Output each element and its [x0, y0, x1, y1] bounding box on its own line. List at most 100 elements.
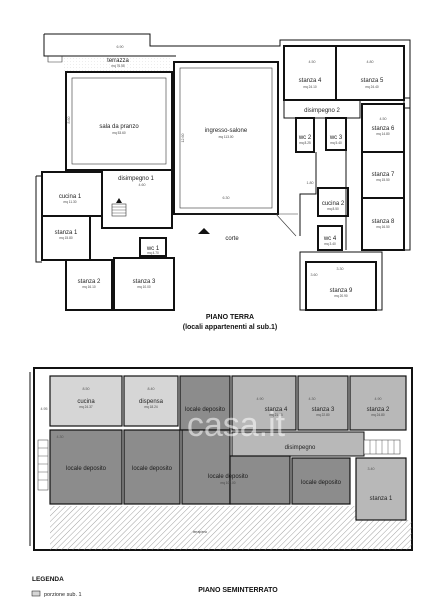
dim-label: 4.50 — [380, 117, 387, 121]
dispensa-room — [123, 375, 179, 427]
entrance-arrow-icon — [198, 228, 210, 234]
stanza-4-basement-room — [231, 375, 297, 431]
terrapieno-hatch-east — [356, 520, 412, 550]
legend-title: LEGENDA — [32, 576, 64, 583]
stanza-5-label: stanza 5 — [361, 78, 384, 84]
basement-stairs-icon — [363, 439, 401, 455]
dim-label: 6.90 — [117, 45, 124, 49]
b-cucina-label: cucina — [77, 399, 95, 405]
b-stanza-2-area: mq 24.80 — [371, 413, 385, 417]
stanza-4-label: stanza 4 — [299, 78, 322, 84]
stanza-3-basement-room — [297, 375, 349, 431]
wc-2-walls — [295, 117, 315, 153]
wc-2-area: mq 8.25 — [299, 141, 311, 145]
dim-label: 4.90 — [375, 397, 382, 401]
terrazza-area: mq 76.55 — [111, 64, 125, 68]
wc-1-walls — [139, 237, 167, 257]
stanza-2-area: mq 16.10 — [82, 285, 96, 289]
ingresso-area: mq 113.00 — [219, 135, 234, 139]
deposito-2-room — [123, 429, 181, 505]
stanza-8-area: mq 16.50 — [376, 225, 390, 229]
stanza-6-label: stanza 6 — [372, 126, 395, 132]
wc-4-label: wc 4 — [323, 236, 337, 242]
stanza-2-basement-room — [349, 375, 407, 431]
b-dep-3-area: mq 105.00 — [220, 481, 235, 485]
dim-label: 6.30 — [223, 196, 230, 200]
dim-label: 12.60 — [181, 134, 185, 143]
stanza-2-walls — [65, 259, 113, 311]
wc-4-area: mq 3.40 — [324, 242, 336, 246]
b-dep-2-label: locale deposito — [132, 466, 173, 472]
deposito-3-room-b — [229, 455, 291, 505]
stanza-9-walls — [305, 261, 377, 311]
terrazza-label: terrazza — [107, 58, 129, 64]
entrance-hall-inner — [179, 67, 273, 209]
dim-label: 4.90 — [257, 397, 264, 401]
b-cucina-area: mq 24.37 — [79, 405, 93, 409]
wc-1-label: wc 1 — [146, 246, 160, 252]
courtyard-diagonal — [275, 213, 297, 237]
b-dep-3-label: locale deposito — [208, 474, 249, 480]
stanza-5-walls — [335, 45, 405, 101]
dim-label: 3.40 — [368, 467, 375, 471]
disimpegno-basement-room — [231, 431, 365, 457]
dim-label: 1.80 — [307, 181, 314, 185]
dim-label: 4.95 — [41, 407, 48, 411]
deposito-4-room — [291, 457, 351, 505]
b-terrapieno-label: terrapieno — [193, 530, 208, 534]
b-stanza-1-label: stanza 1 — [370, 496, 393, 502]
b-locale-top-label: locale deposito — [185, 407, 226, 413]
dim-label: 4.30 — [57, 435, 64, 439]
stanza-1-basement-room — [355, 457, 407, 521]
wc-1-area: mq 4.70 — [147, 251, 159, 255]
b-dep-1-label: locale deposito — [66, 466, 107, 472]
dining-room-walls — [65, 71, 173, 171]
dining-room-inner — [71, 77, 167, 165]
b-stanza-3-label: stanza 3 — [312, 407, 335, 413]
ground-floor-title: PIANO TERRA — [206, 314, 254, 321]
dim-label: 3.30 — [337, 267, 344, 271]
terrace-steps — [47, 56, 63, 63]
cucina-1-label: cucina 1 — [59, 194, 82, 200]
stanza-3-label: stanza 3 — [133, 279, 156, 285]
stanza-6-area: mq 14.80 — [376, 132, 390, 136]
stanza-5-area: mq 24.40 — [365, 85, 379, 89]
wc-3-area: mq 5.40 — [330, 141, 342, 145]
b-dep-4-label: locale deposito — [301, 480, 342, 486]
stanza-9-area: mq 20.90 — [334, 294, 348, 298]
b-stanza-2-label: stanza 2 — [367, 407, 390, 413]
basement-title: PIANO SEMINTERRATO — [198, 587, 278, 594]
locale-deposito-top-room — [179, 375, 231, 431]
b-stanza-4-area: mq 21.05 — [269, 413, 283, 417]
wc-3-label: wc 3 — [329, 135, 343, 141]
b-disimpegno-label: disimpegno — [285, 445, 316, 451]
b-stanza-4-label: stanza 4 — [265, 407, 288, 413]
watermark-logo: casa.it — [187, 406, 286, 444]
stanza-8-walls — [361, 197, 405, 251]
legend-item-label: porzione sub. 1 — [44, 592, 82, 598]
terrace-outline — [43, 33, 411, 100]
cucina-2-area: mq 8.50 — [327, 207, 339, 211]
central-corridor — [299, 150, 347, 250]
deposito-1-room — [49, 429, 123, 505]
cucina-room — [49, 375, 123, 427]
wc-3-walls — [325, 117, 347, 151]
dim-label: 4.80 — [367, 60, 374, 64]
terrapieno-hatch — [50, 506, 356, 550]
disimpegno-1-walls — [101, 169, 173, 229]
disimpegno-2-area — [283, 99, 361, 119]
b-dispensa-area: mq 18.24 — [144, 405, 158, 409]
terrace-floor — [64, 58, 172, 72]
stanza-4-walls — [283, 45, 337, 101]
stanza-1-area: mq 15.80 — [59, 236, 73, 240]
stanza-9-outline — [299, 251, 383, 311]
stanza-3-walls — [113, 257, 175, 311]
stanza-7-area: mq 15.50 — [376, 178, 390, 182]
ground-floor-plan: terrazza mq 76.55 sala da pranzo mq 53.6… — [35, 33, 411, 331]
dim-label: 4.60 — [139, 183, 146, 187]
dim-label: 8.40 — [148, 387, 155, 391]
wc-4-walls — [317, 225, 343, 251]
stanza-1-label: stanza 1 — [55, 230, 78, 236]
